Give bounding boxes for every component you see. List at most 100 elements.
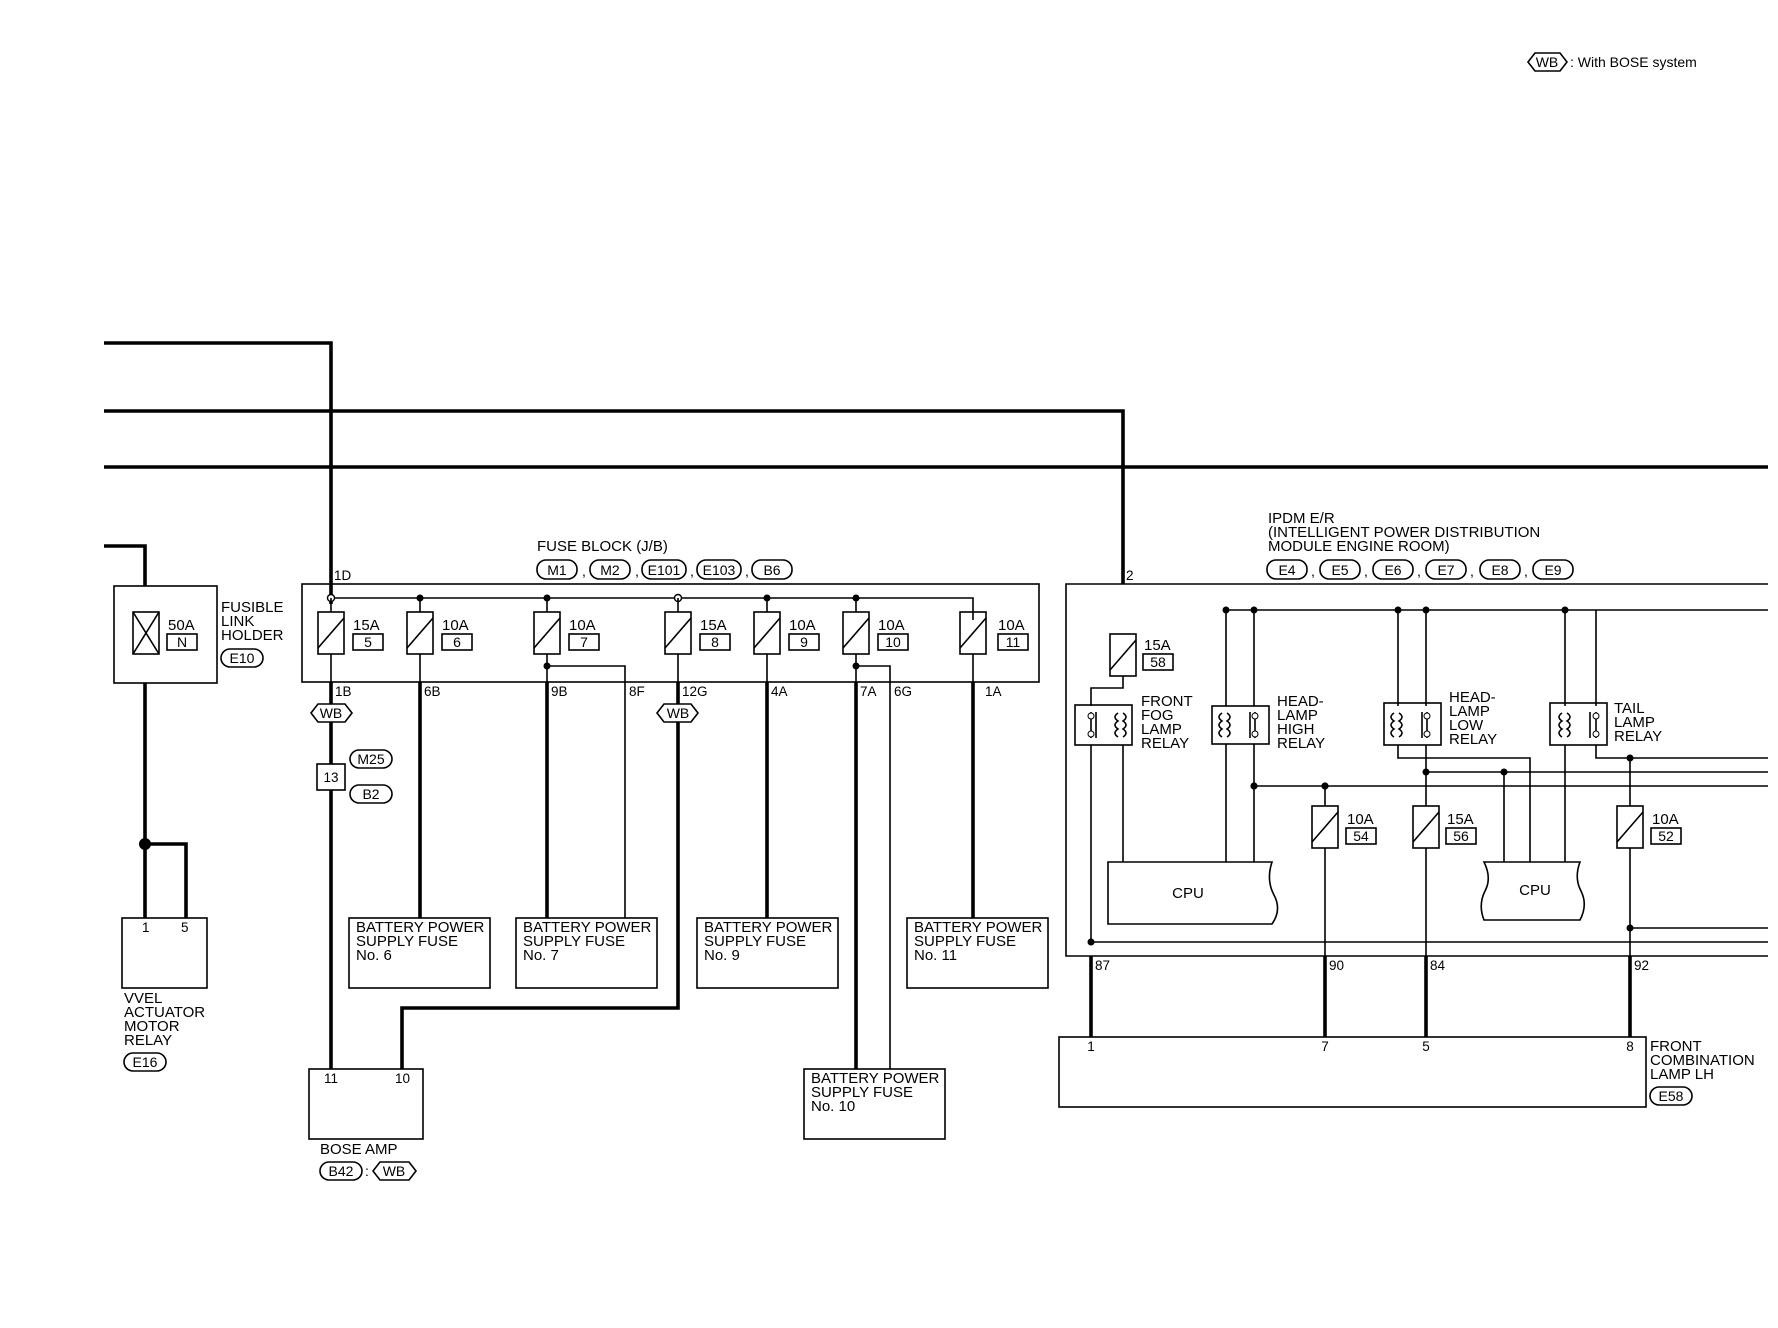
- fb-conn-m2: M2: [600, 562, 620, 578]
- fb-fuse-5: 15A 5: [317, 611, 384, 655]
- svg-text:WB: WB: [320, 705, 343, 721]
- svg-text:BATTERY POWER: BATTERY POWER: [811, 1070, 940, 1087]
- svg-text:SUPPLY FUSE: SUPPLY FUSE: [914, 933, 1016, 950]
- fb-pin-6b: 6B: [424, 684, 441, 699]
- bose-amp-label: BOSE AMP: [320, 1141, 398, 1158]
- fb-pin-8f: 8F: [629, 684, 645, 699]
- fusible-link-rating: 50A: [168, 617, 195, 634]
- ipdm-fuse-56: 15A 56: [1412, 805, 1477, 849]
- supply-box-10: BATTERY POWER SUPPLY FUSE No. 10: [803, 1068, 946, 1140]
- svg-text:58: 58: [1150, 654, 1166, 670]
- bose-amp-tag: WB: [383, 1163, 406, 1179]
- svg-text:No. 9: No. 9: [704, 947, 740, 964]
- svg-text:BATTERY POWER: BATTERY POWER: [914, 919, 1043, 936]
- svg-text:,: ,: [635, 563, 639, 579]
- svg-text:15A: 15A: [700, 617, 727, 634]
- svg-text:HEAD-: HEAD-: [1449, 689, 1496, 706]
- svg-text:No. 11: No. 11: [914, 947, 957, 964]
- joint-pin: 13: [323, 770, 338, 785]
- bose-amp-connector: B42: [329, 1163, 354, 1179]
- lamp-pin-8: 8: [1626, 1039, 1634, 1054]
- supply-box-7: BATTERY POWER SUPPLY FUSE No. 7: [515, 917, 658, 989]
- fusible-link-label-2: LINK: [221, 613, 254, 630]
- relay-headlamp-high: HEAD- LAMP HIGH RELAY: [1211, 693, 1325, 752]
- svg-text:LAMP: LAMP: [1141, 721, 1182, 738]
- svg-text:BATTERY POWER: BATTERY POWER: [523, 919, 652, 936]
- svg-text:10A: 10A: [878, 617, 905, 634]
- fb-conn-m1: M1: [547, 562, 567, 578]
- svg-text:No. 10: No. 10: [811, 1098, 855, 1115]
- ipdm-title-1: IPDM E/R: [1268, 510, 1335, 527]
- relay-front-fog: FRONT FOG LAMP RELAY: [1074, 693, 1193, 752]
- svg-text:SUPPLY FUSE: SUPPLY FUSE: [704, 933, 806, 950]
- relay-tail-lamp: TAIL LAMP RELAY: [1549, 700, 1662, 746]
- svg-text:SUPPLY FUSE: SUPPLY FUSE: [356, 933, 458, 950]
- ipdm-fuse-54: 10A 54: [1311, 805, 1377, 849]
- ipdm-fuse-58: 15A 58: [1109, 633, 1174, 677]
- fusible-link-connector: E10: [230, 650, 255, 666]
- joint-conn-b2: B2: [362, 786, 379, 802]
- wb-tag-12g: WB: [655, 703, 700, 723]
- legend: WB : With BOSE system: [1526, 52, 1697, 72]
- bose-amp: 11 10 BOSE AMP B42 : WB: [308, 1068, 424, 1181]
- fb-fuse-7: 10A 7: [533, 611, 600, 655]
- lamp-pin-7: 7: [1321, 1039, 1329, 1054]
- svg-text:56: 56: [1453, 828, 1469, 844]
- fb-pin-1b: 1B: [335, 684, 352, 699]
- fb-conn-b6: B6: [763, 562, 780, 578]
- ipdm-title-3: MODULE ENGINE ROOM): [1268, 538, 1450, 555]
- svg-text:,: ,: [690, 563, 694, 579]
- cpu-block-2: CPU: [1480, 861, 1586, 921]
- svg-text:TAIL: TAIL: [1614, 700, 1645, 717]
- svg-text:CPU: CPU: [1519, 882, 1551, 899]
- fuse-block-outputs: [329, 682, 975, 1069]
- svg-text:SUPPLY FUSE: SUPPLY FUSE: [811, 1084, 913, 1101]
- fb-conn-e101: E101: [648, 562, 681, 578]
- svg-text:15A: 15A: [1447, 811, 1474, 828]
- supply-box-9: BATTERY POWER SUPPLY FUSE No. 9: [696, 917, 839, 989]
- svg-text:BATTERY POWER: BATTERY POWER: [356, 919, 485, 936]
- wb-tag-1b: WB: [309, 703, 354, 723]
- svg-text:HEAD-: HEAD-: [1277, 693, 1324, 710]
- svg-text:E9: E9: [1544, 562, 1561, 578]
- joint-connector: 13 M25 B2: [316, 749, 393, 804]
- bose-pin-10: 10: [395, 1071, 410, 1086]
- svg-text:No. 7: No. 7: [523, 947, 559, 964]
- svg-text:10A: 10A: [789, 617, 816, 634]
- svg-text:7: 7: [580, 634, 588, 650]
- ipdm-er: IPDM E/R (INTELLIGENT POWER DISTRIBUTION…: [1065, 510, 1768, 973]
- fusible-link-label-1: FUSIBLE: [221, 599, 284, 616]
- svg-text:RELAY: RELAY: [1277, 735, 1325, 752]
- svg-text:HIGH: HIGH: [1277, 721, 1315, 738]
- svg-text:6: 6: [453, 634, 461, 650]
- front-combination-lamp: 1 7 5 8 FRONT COMBINATION LAMP LH E58: [1058, 1036, 1755, 1108]
- vvel-label-4: RELAY: [124, 1032, 172, 1049]
- svg-text:E8: E8: [1491, 562, 1508, 578]
- svg-text:RELAY: RELAY: [1141, 735, 1189, 752]
- lamp-pin-5: 5: [1422, 1039, 1430, 1054]
- lamp-connector: E58: [1659, 1088, 1684, 1104]
- svg-text:FOG: FOG: [1141, 707, 1174, 724]
- svg-text:10A: 10A: [442, 617, 469, 634]
- fuse-block-connectors: M1 , M2 , E101 , E103 , B6: [536, 559, 793, 580]
- svg-text:BATTERY POWER: BATTERY POWER: [704, 919, 833, 936]
- ipdm-fuse-52: 10A 52: [1616, 805, 1682, 849]
- svg-text:,: ,: [1311, 563, 1315, 579]
- svg-text:8: 8: [711, 634, 719, 650]
- svg-text:LAMP: LAMP: [1449, 703, 1490, 720]
- svg-text:,: ,: [1470, 563, 1474, 579]
- fb-fuse-11: 10A 11: [959, 611, 1029, 655]
- bose-pin-11: 11: [324, 1071, 338, 1086]
- svg-text:10A: 10A: [569, 617, 596, 634]
- lamp-label-2: COMBINATION: [1650, 1052, 1755, 1069]
- fusible-link-label-3: HOLDER: [221, 627, 284, 644]
- vvel-label-1: VVEL: [124, 990, 162, 1007]
- ipdm-pin-87: 87: [1095, 958, 1110, 973]
- lamp-label-1: FRONT: [1650, 1038, 1702, 1055]
- svg-text:RELAY: RELAY: [1449, 731, 1497, 748]
- vvel-connector: E16: [133, 1054, 158, 1070]
- svg-text:9: 9: [800, 634, 808, 650]
- fusible-link-fuse-id: N: [177, 634, 187, 650]
- svg-text:,: ,: [1364, 563, 1368, 579]
